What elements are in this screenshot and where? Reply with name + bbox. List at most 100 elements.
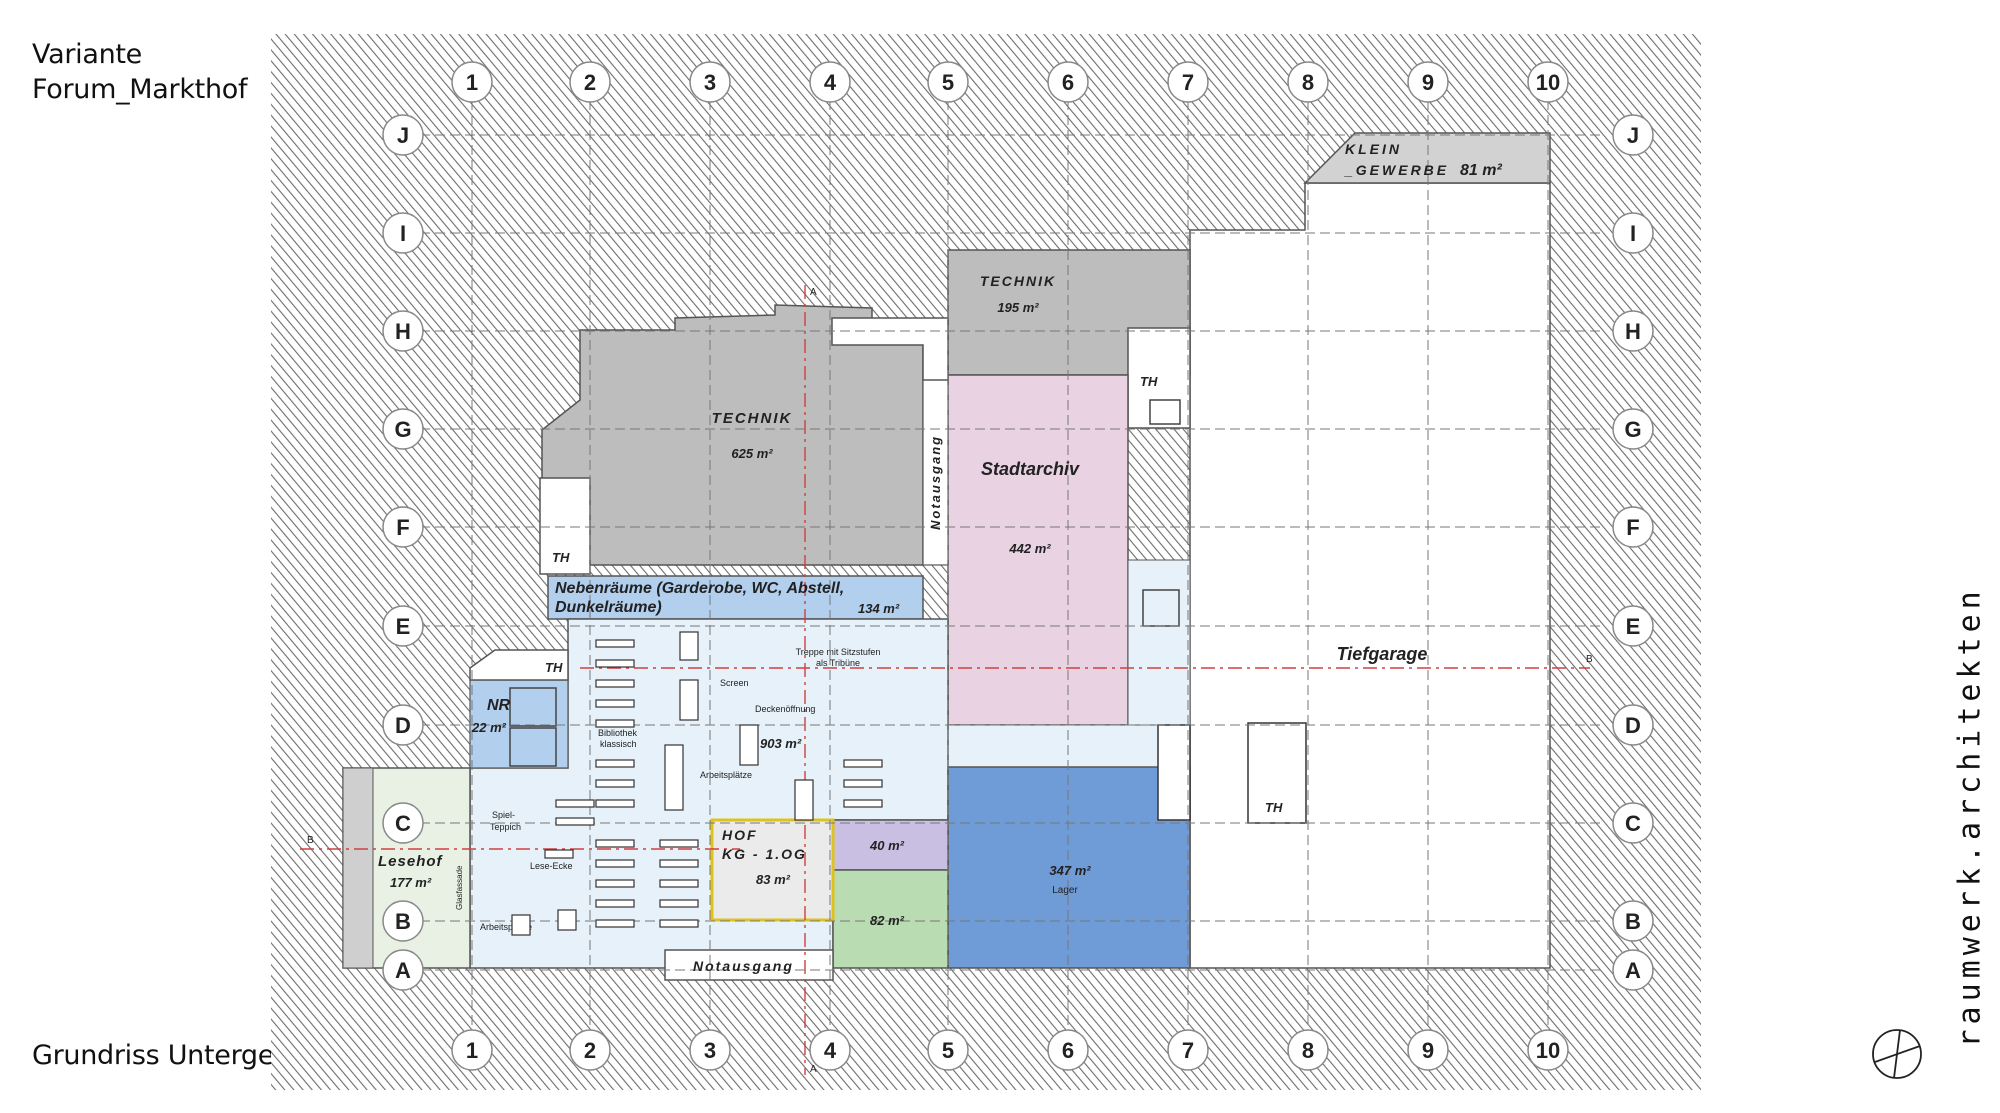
svg-text:D: D xyxy=(395,713,411,738)
library-furniture xyxy=(511,631,883,936)
label-klein-gewerbe: KLEIN _GEWERBE 81 m² xyxy=(1344,141,1502,179)
room-nebenraeume xyxy=(547,575,924,620)
label-hof-2: KG - 1.OG xyxy=(722,846,807,862)
svg-text:81 m²: 81 m² xyxy=(1460,162,1502,179)
project-variant: Variante xyxy=(32,39,142,70)
label-lesehof: Lesehof xyxy=(378,853,444,870)
svg-text:2: 2 xyxy=(584,1038,596,1063)
label-tiefgarage: Tiefgarage xyxy=(1337,644,1428,664)
label-notausgang-vertical: Notausgang xyxy=(928,435,943,530)
svg-text:4: 4 xyxy=(824,70,837,95)
grid-axis-row-E-left: E xyxy=(382,605,424,647)
svg-text:E: E xyxy=(396,614,411,639)
svg-text:_GEWERBE: _GEWERBE xyxy=(1344,162,1449,178)
grid-axis-row-I-right: I xyxy=(1612,212,1654,254)
svg-text:C: C xyxy=(1625,811,1641,836)
label-bibliothek-1: Bibliothek xyxy=(598,728,638,738)
svg-text:A: A xyxy=(395,958,411,983)
area-hof: 83 m² xyxy=(756,872,791,887)
label-stadtarchiv: Stadtarchiv xyxy=(981,459,1080,479)
svg-text:6: 6 xyxy=(1062,70,1074,95)
grid-axis-row-F-right: F xyxy=(1612,506,1654,548)
area-lager: 347 m² xyxy=(1049,863,1091,878)
svg-text:2: 2 xyxy=(584,70,596,95)
area-lesehof: 177 m² xyxy=(390,875,432,890)
grid-axis-row-G-right: G xyxy=(1612,408,1654,450)
label-deckenoeffnung: Deckenöffnung xyxy=(755,704,815,714)
grid-axis-col-2-top: 2 xyxy=(569,61,611,103)
label-treppe-1: Treppe mit Sitzstufen xyxy=(796,647,881,657)
label-lese-ecke: Lese-Ecke xyxy=(530,861,573,871)
room-40 xyxy=(832,819,949,871)
svg-text:I: I xyxy=(1630,221,1636,246)
area-82: 82 m² xyxy=(870,913,905,928)
area-nr: 22 m² xyxy=(471,720,507,735)
svg-text:8: 8 xyxy=(1302,1038,1314,1063)
svg-text:3: 3 xyxy=(704,70,716,95)
svg-text:H: H xyxy=(395,319,411,344)
svg-text:10: 10 xyxy=(1536,70,1560,95)
svg-text:B: B xyxy=(395,909,411,934)
label-technik-main: TECHNIK xyxy=(712,410,793,427)
grid-axis-row-D-left: D xyxy=(382,704,424,746)
grid-axis-row-C-right: C xyxy=(1612,802,1654,844)
label-arbeitsplaetze-2: Arbeitsplätze xyxy=(480,922,532,932)
svg-text:4: 4 xyxy=(824,1038,837,1063)
svg-text:I: I xyxy=(400,221,406,246)
area-technik-main: 625 m² xyxy=(731,446,773,461)
svg-text:B: B xyxy=(1625,909,1641,934)
label-spiel-2: Teppich xyxy=(490,822,521,832)
grid-axis-row-H-left: H xyxy=(382,310,424,352)
area-nebenraeume: 134 m² xyxy=(858,601,900,616)
label-th-garage: TH xyxy=(1265,800,1283,815)
grid-axis-row-A-left: A xyxy=(382,949,424,991)
corridor-east xyxy=(1127,559,1191,726)
svg-text:9: 9 xyxy=(1422,70,1434,95)
label-hof-1: HOF xyxy=(722,827,758,843)
project-name: Forum_Markthof xyxy=(32,74,248,105)
svg-text:E: E xyxy=(1626,614,1641,639)
label-th-east: TH xyxy=(1140,374,1158,389)
grid-axis-col-10-top: 10 xyxy=(1527,61,1569,103)
grid-axis-col-4-bottom: 4 xyxy=(809,1029,851,1071)
room-lager xyxy=(947,766,1191,969)
grid-axis-col-3-top: 3 xyxy=(689,61,731,103)
svg-text:G: G xyxy=(394,417,411,442)
svg-text:1: 1 xyxy=(466,70,478,95)
grid-axis-row-E-right: E xyxy=(1612,605,1654,647)
section-mark-b-west: B xyxy=(307,835,314,846)
grid-axis-row-B-right: B xyxy=(1612,900,1654,942)
grid-axis-row-G-left: G xyxy=(382,408,424,450)
grid-axis-col-8-top: 8 xyxy=(1287,61,1329,103)
svg-text:G: G xyxy=(1624,417,1641,442)
area-40: 40 m² xyxy=(869,838,905,853)
svg-text:6: 6 xyxy=(1062,1038,1074,1063)
label-spiel-1: Spiel- xyxy=(492,810,515,820)
svg-text:5: 5 xyxy=(942,70,954,95)
corridor-south xyxy=(947,724,1191,768)
label-th-west: TH xyxy=(552,550,570,565)
label-lager: Lager xyxy=(1052,885,1078,896)
grid-axis-row-J-right: J xyxy=(1612,114,1654,156)
room-nr xyxy=(469,679,569,769)
label-bibliothek-2: klassisch xyxy=(600,739,637,749)
label-notausgang-south: Notausgang xyxy=(693,958,794,974)
label-glasfassade: Glasfassade xyxy=(455,865,464,910)
grid-axis-col-2-bottom: 2 xyxy=(569,1029,611,1071)
grid-axis-col-7-bottom: 7 xyxy=(1167,1029,1209,1071)
grid-axis-col-1-top: 1 xyxy=(451,61,493,103)
room-klein-gewerbe xyxy=(1303,132,1551,184)
section-mark-a-bottom: A xyxy=(810,1064,817,1075)
room-stadtarchiv xyxy=(947,374,1129,726)
grid-axis-col-3-bottom: 3 xyxy=(689,1029,731,1071)
grid-axis-row-B-left: B xyxy=(382,900,424,942)
svg-text:D: D xyxy=(1625,713,1641,738)
stair-th-garage xyxy=(1247,722,1307,824)
svg-text:5: 5 xyxy=(942,1038,954,1063)
area-bibliothek: 903 m² xyxy=(760,736,802,751)
svg-text:3: 3 xyxy=(704,1038,716,1063)
corridor-notausgang xyxy=(922,359,949,566)
grid-axis-col-8-bottom: 8 xyxy=(1287,1029,1329,1071)
label-arbeitsplaetze: Arbeitsplätze xyxy=(700,770,752,780)
